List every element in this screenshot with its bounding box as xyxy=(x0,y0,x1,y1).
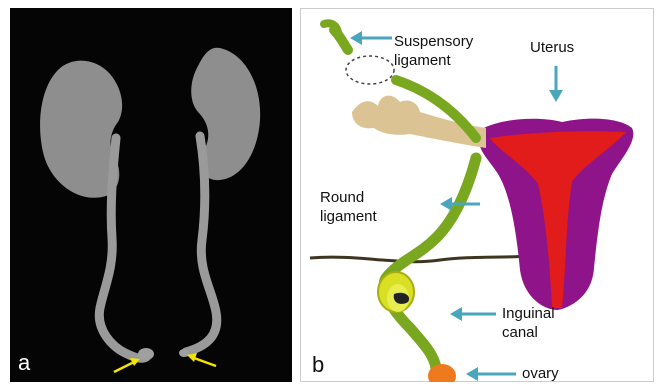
label-round-line1: Round xyxy=(320,188,377,207)
panel-b-illustration: Suspensory ligament Uterus Round ligamen… xyxy=(300,8,654,382)
panel-b-letter: b xyxy=(312,352,324,378)
label-uterus: Uterus xyxy=(530,38,574,57)
label-inguinal-line1: Inguinal xyxy=(502,304,555,323)
label-ovary: ovary xyxy=(522,364,559,383)
label-suspensory-ligament: Suspensory ligament xyxy=(394,32,473,70)
label-inguinal-line2: canal xyxy=(502,323,555,342)
label-suspensory-line2: ligament xyxy=(394,51,473,70)
label-round-line2: ligament xyxy=(320,207,377,226)
panel-a-mri: a xyxy=(10,8,292,382)
label-inguinal-canal: Inguinal canal xyxy=(502,304,555,342)
left-distal-blob xyxy=(138,348,154,360)
right-distal-blob xyxy=(179,349,189,357)
label-suspensory-line1: Suspensory xyxy=(394,32,473,51)
label-round-ligament: Round ligament xyxy=(320,188,377,226)
mri-image xyxy=(10,8,292,382)
panel-a-letter: a xyxy=(18,350,30,376)
